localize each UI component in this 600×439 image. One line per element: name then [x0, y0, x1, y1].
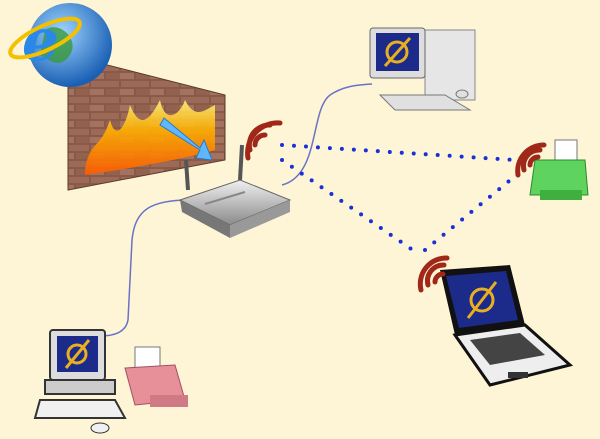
- wireless-link-laptop-printer: [423, 170, 522, 252]
- printer-icon: [529, 139, 589, 200]
- signal-waves-icon: [515, 142, 547, 178]
- wireless-link-router-laptop: [280, 158, 422, 257]
- wireless-router-icon: [178, 144, 292, 238]
- printer-icon: [124, 346, 188, 407]
- svg-text:e: e: [22, 6, 59, 74]
- signal-waves-icon: [245, 120, 283, 161]
- laptop-icon: [440, 265, 574, 387]
- desktop-computer-icon: [369, 27, 476, 111]
- wireless-link-router-printer: [280, 143, 517, 162]
- wired-link-router-desktop-top: [281, 83, 373, 186]
- firewall-icon: [67, 54, 226, 191]
- internet-explorer-globe-icon: e: [8, 3, 112, 87]
- signal-waves-icon: [417, 255, 450, 293]
- wired-link-router-desktop-bottom: [99, 199, 191, 337]
- desktop-computer-icon: [33, 329, 127, 434]
